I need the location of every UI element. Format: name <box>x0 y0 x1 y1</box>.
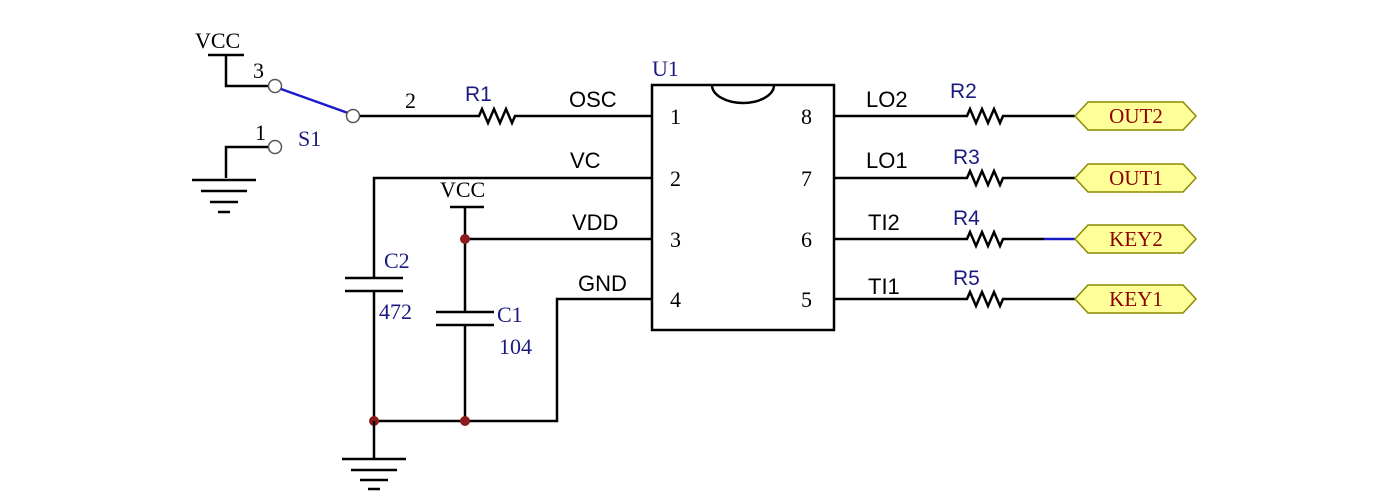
pin-number-4: 4 <box>670 287 681 312</box>
net-gnd: GND <box>342 271 652 491</box>
net-lo1: LO1 R3 OUT1 <box>834 146 1198 193</box>
wire-vc <box>372 176 652 278</box>
resistor-r3 <box>962 167 1008 189</box>
net-label-ti2: TI2 <box>868 210 900 235</box>
port-key1-label: KEY1 <box>1109 287 1163 311</box>
resistor-r2-label: R2 <box>950 80 977 103</box>
capacitor-c1-value: 104 <box>499 334 532 359</box>
pin-number-1: 1 <box>670 104 681 129</box>
port-key2 <box>1073 224 1198 254</box>
resistor-r5 <box>962 288 1008 310</box>
net-lo2: LO2 R2 OUT2 <box>834 80 1198 131</box>
pin-number-7: 7 <box>801 166 812 191</box>
resistor-r3-label: R3 <box>953 146 980 169</box>
capacitor-c2-ref: C2 <box>384 248 410 273</box>
net-ti1: TI1 R5 KEY1 <box>834 267 1198 314</box>
port-out2-label: OUT2 <box>1109 104 1163 128</box>
net-label-ti1: TI1 <box>868 274 900 299</box>
ground-icon-main <box>342 457 406 491</box>
switch-pin1-label: 1 <box>255 120 266 145</box>
vcc-label-mid: VCC <box>440 177 485 202</box>
switch-contact-2 <box>345 108 361 124</box>
switch-contact-3 <box>267 78 283 94</box>
resistor-r1 <box>470 105 524 127</box>
net-label-lo2: LO2 <box>866 87 908 112</box>
net-label-vdd: VDD <box>572 210 618 235</box>
ic-notch <box>710 84 776 105</box>
net-vc: VC C2 472 <box>345 148 652 421</box>
ic-u1: U1 1 2 3 4 8 7 6 5 <box>650 56 836 332</box>
net-osc: 2 R1 OSC <box>360 83 652 127</box>
net-label-lo1: LO1 <box>866 148 908 173</box>
net-vdd: VCC VDD C1 104 <box>436 177 652 421</box>
vcc-wire-top <box>224 55 268 88</box>
ic-body <box>650 83 836 332</box>
vcc-label-top: VCC <box>195 28 240 53</box>
port-out2 <box>1073 101 1198 131</box>
resistor-r1-label: R1 <box>465 83 492 106</box>
resistor-r5-label: R5 <box>953 267 980 290</box>
pin-number-8: 8 <box>801 104 812 129</box>
switch-pin3-label: 3 <box>253 58 264 83</box>
switch-blade <box>280 87 349 115</box>
switch-pin2-label: 2 <box>405 88 416 113</box>
resistor-r2 <box>962 105 1008 127</box>
pin-number-3: 3 <box>670 227 681 252</box>
pin-number-2: 2 <box>670 166 681 191</box>
switch-gnd-wire <box>224 145 268 178</box>
resistor-r4-label: R4 <box>953 207 980 230</box>
port-key1 <box>1073 284 1198 314</box>
port-out1 <box>1073 163 1198 193</box>
junction-dot-gnd-right <box>460 416 470 426</box>
net-ti2: TI2 R4 KEY2 <box>834 207 1198 254</box>
pin-number-6: 6 <box>801 227 812 252</box>
net-label-vc: VC <box>570 148 601 173</box>
junction-dot-vdd <box>460 234 470 244</box>
port-out1-label: OUT1 <box>1109 166 1163 190</box>
resistor-r4 <box>962 228 1008 250</box>
net-label-gnd: GND <box>578 271 627 296</box>
switch-ref-label: S1 <box>298 126 321 151</box>
switch-s1: VCC 3 1 S1 <box>192 28 361 214</box>
ground-icon-switch <box>192 178 256 214</box>
net-label-osc: OSC <box>569 87 617 112</box>
capacitor-c1-ref: C1 <box>497 302 523 327</box>
pin-number-5: 5 <box>801 287 812 312</box>
ic-ref-label: U1 <box>652 56 679 81</box>
capacitor-c2-value: 472 <box>379 299 412 324</box>
port-key2-label: KEY2 <box>1109 227 1163 251</box>
switch-contact-1 <box>267 139 283 155</box>
